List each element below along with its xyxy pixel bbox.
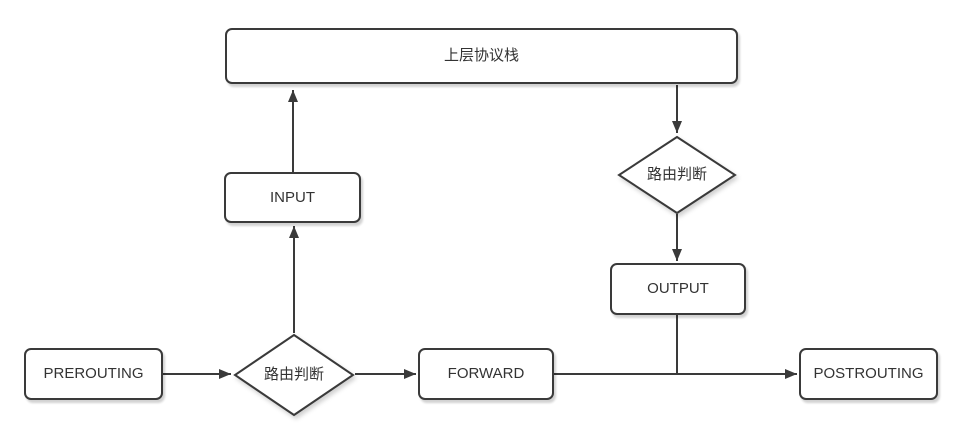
diamond-shape	[617, 135, 737, 215]
node-input-label: INPUT	[270, 188, 315, 206]
node-forward: FORWARD	[418, 348, 554, 400]
node-postrouting-label: POSTROUTING	[813, 365, 924, 382]
node-forward-label: FORWARD	[447, 365, 525, 382]
node-postrouting: POSTROUTING	[799, 348, 938, 400]
node-protocol-stack: 上层协议栈	[225, 28, 738, 84]
node-route-decision-right-label: 路由判断	[646, 166, 707, 183]
node-input: INPUT	[224, 172, 361, 223]
diamond-shape	[233, 333, 355, 417]
node-output: OUTPUT	[610, 263, 746, 315]
node-route-decision-left: 路由判断	[233, 333, 355, 417]
node-protocol-stack-label: 上层协议栈	[443, 47, 519, 64]
node-route-decision-right: 路由判断	[617, 135, 737, 215]
node-output-label: OUTPUT	[647, 280, 709, 297]
node-route-decision-left-label: 路由判断	[263, 366, 324, 383]
node-prerouting-label: PREROUTING	[43, 365, 144, 382]
node-prerouting: PREROUTING	[24, 348, 163, 400]
